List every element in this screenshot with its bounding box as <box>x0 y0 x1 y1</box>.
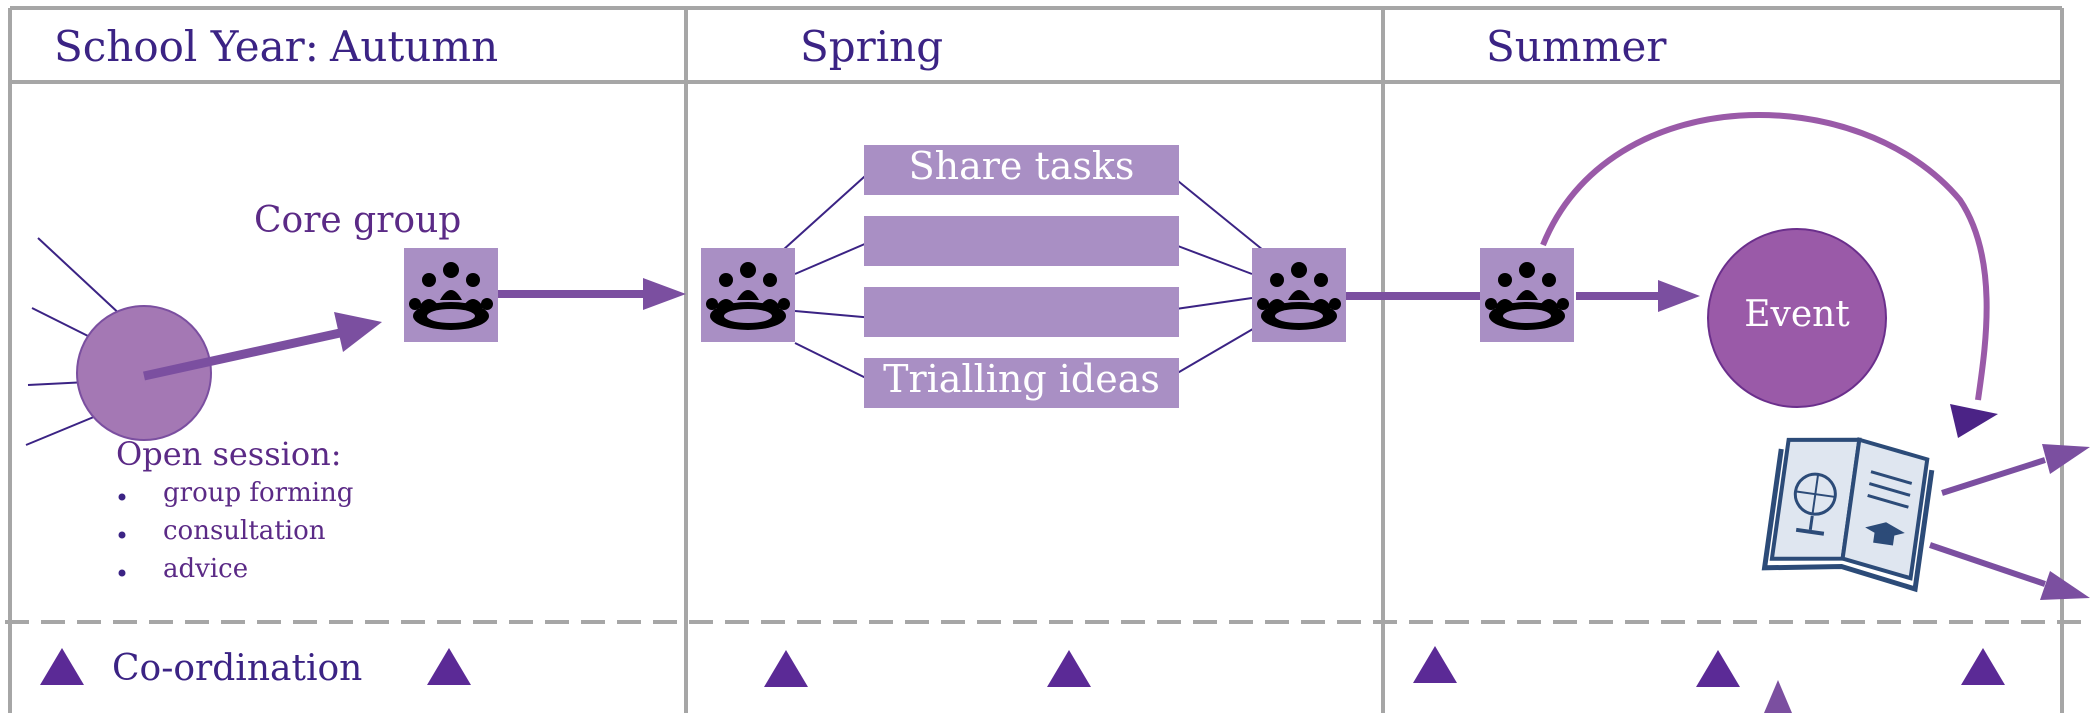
meeting-group-icon <box>404 248 498 342</box>
open-book-icon <box>1761 437 1935 593</box>
core-to-spring-arrow <box>498 278 686 310</box>
spring-to-summer-link <box>1346 280 1700 312</box>
open-session-item: advice <box>163 554 249 584</box>
season-spring: Spring <box>800 22 944 71</box>
season-autumn: Autumn <box>330 22 499 71</box>
school-year-label: School Year: <box>54 22 319 71</box>
spring-box-share-tasks <box>864 145 1179 195</box>
meeting-group-icon <box>1252 248 1346 342</box>
trialling-ideas-label: Trialling ideas <box>883 357 1160 401</box>
coordination-markers <box>40 646 2005 713</box>
event-label: Event <box>1744 294 1850 335</box>
event-node <box>1707 228 1887 408</box>
open-session-item: consultation <box>163 516 326 546</box>
timeline-grid <box>5 6 2092 713</box>
open-session-to-core-arrow <box>143 312 382 381</box>
season-summer: Summer <box>1486 22 1667 71</box>
coordination-triangle-icon <box>764 650 808 687</box>
coordination-triangle-icon <box>427 648 471 685</box>
meeting-group-icon <box>1480 248 1574 342</box>
coordination-triangle-icon <box>1961 648 2005 685</box>
open-session-label: Open session: <box>116 435 342 473</box>
spring-box-blank-2 <box>864 287 1179 337</box>
coordination-triangle-icon <box>1696 650 1740 687</box>
open-session-item: group forming <box>163 478 354 508</box>
spring-task-boxes <box>864 145 1179 408</box>
open-session-bullets <box>118 493 126 577</box>
coordination-triangle-icon <box>1413 646 1457 683</box>
meeting-group-icon <box>701 248 795 342</box>
coordination-label: Co-ordination <box>112 648 363 689</box>
core-group-label: Core group <box>254 200 462 241</box>
feedback-loop-arrow <box>1540 112 1998 438</box>
spring-box-blank-1 <box>864 216 1179 266</box>
spring-connectors <box>782 167 1264 383</box>
coordination-triangle-icon <box>40 648 84 685</box>
coordination-triangle-icon <box>1047 650 1091 687</box>
outcome-arrows <box>1929 444 2090 600</box>
share-tasks-label: Share tasks <box>908 144 1135 188</box>
spring-box-trialling-ideas <box>864 358 1179 408</box>
open-session-node <box>25 237 212 446</box>
coordination-triangle-icon <box>1764 680 1792 713</box>
